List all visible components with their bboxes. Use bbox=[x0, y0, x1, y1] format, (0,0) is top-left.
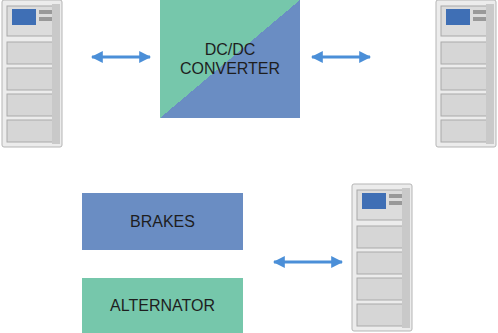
device-rack bbox=[352, 184, 412, 331]
process-box: BRAKES bbox=[82, 193, 243, 250]
double-arrow bbox=[312, 56, 370, 59]
device-rack bbox=[2, 0, 62, 147]
node-label: ALTERNATOR bbox=[110, 296, 215, 315]
node-label: DC/DC CONVERTER bbox=[175, 40, 285, 78]
process-box: ALTERNATOR bbox=[82, 278, 243, 333]
converter-box: DC/DC CONVERTER bbox=[160, 0, 300, 118]
double-arrow bbox=[274, 261, 342, 264]
device-rack bbox=[436, 0, 496, 147]
double-arrow bbox=[92, 56, 150, 59]
node-label: BRAKES bbox=[130, 212, 195, 231]
